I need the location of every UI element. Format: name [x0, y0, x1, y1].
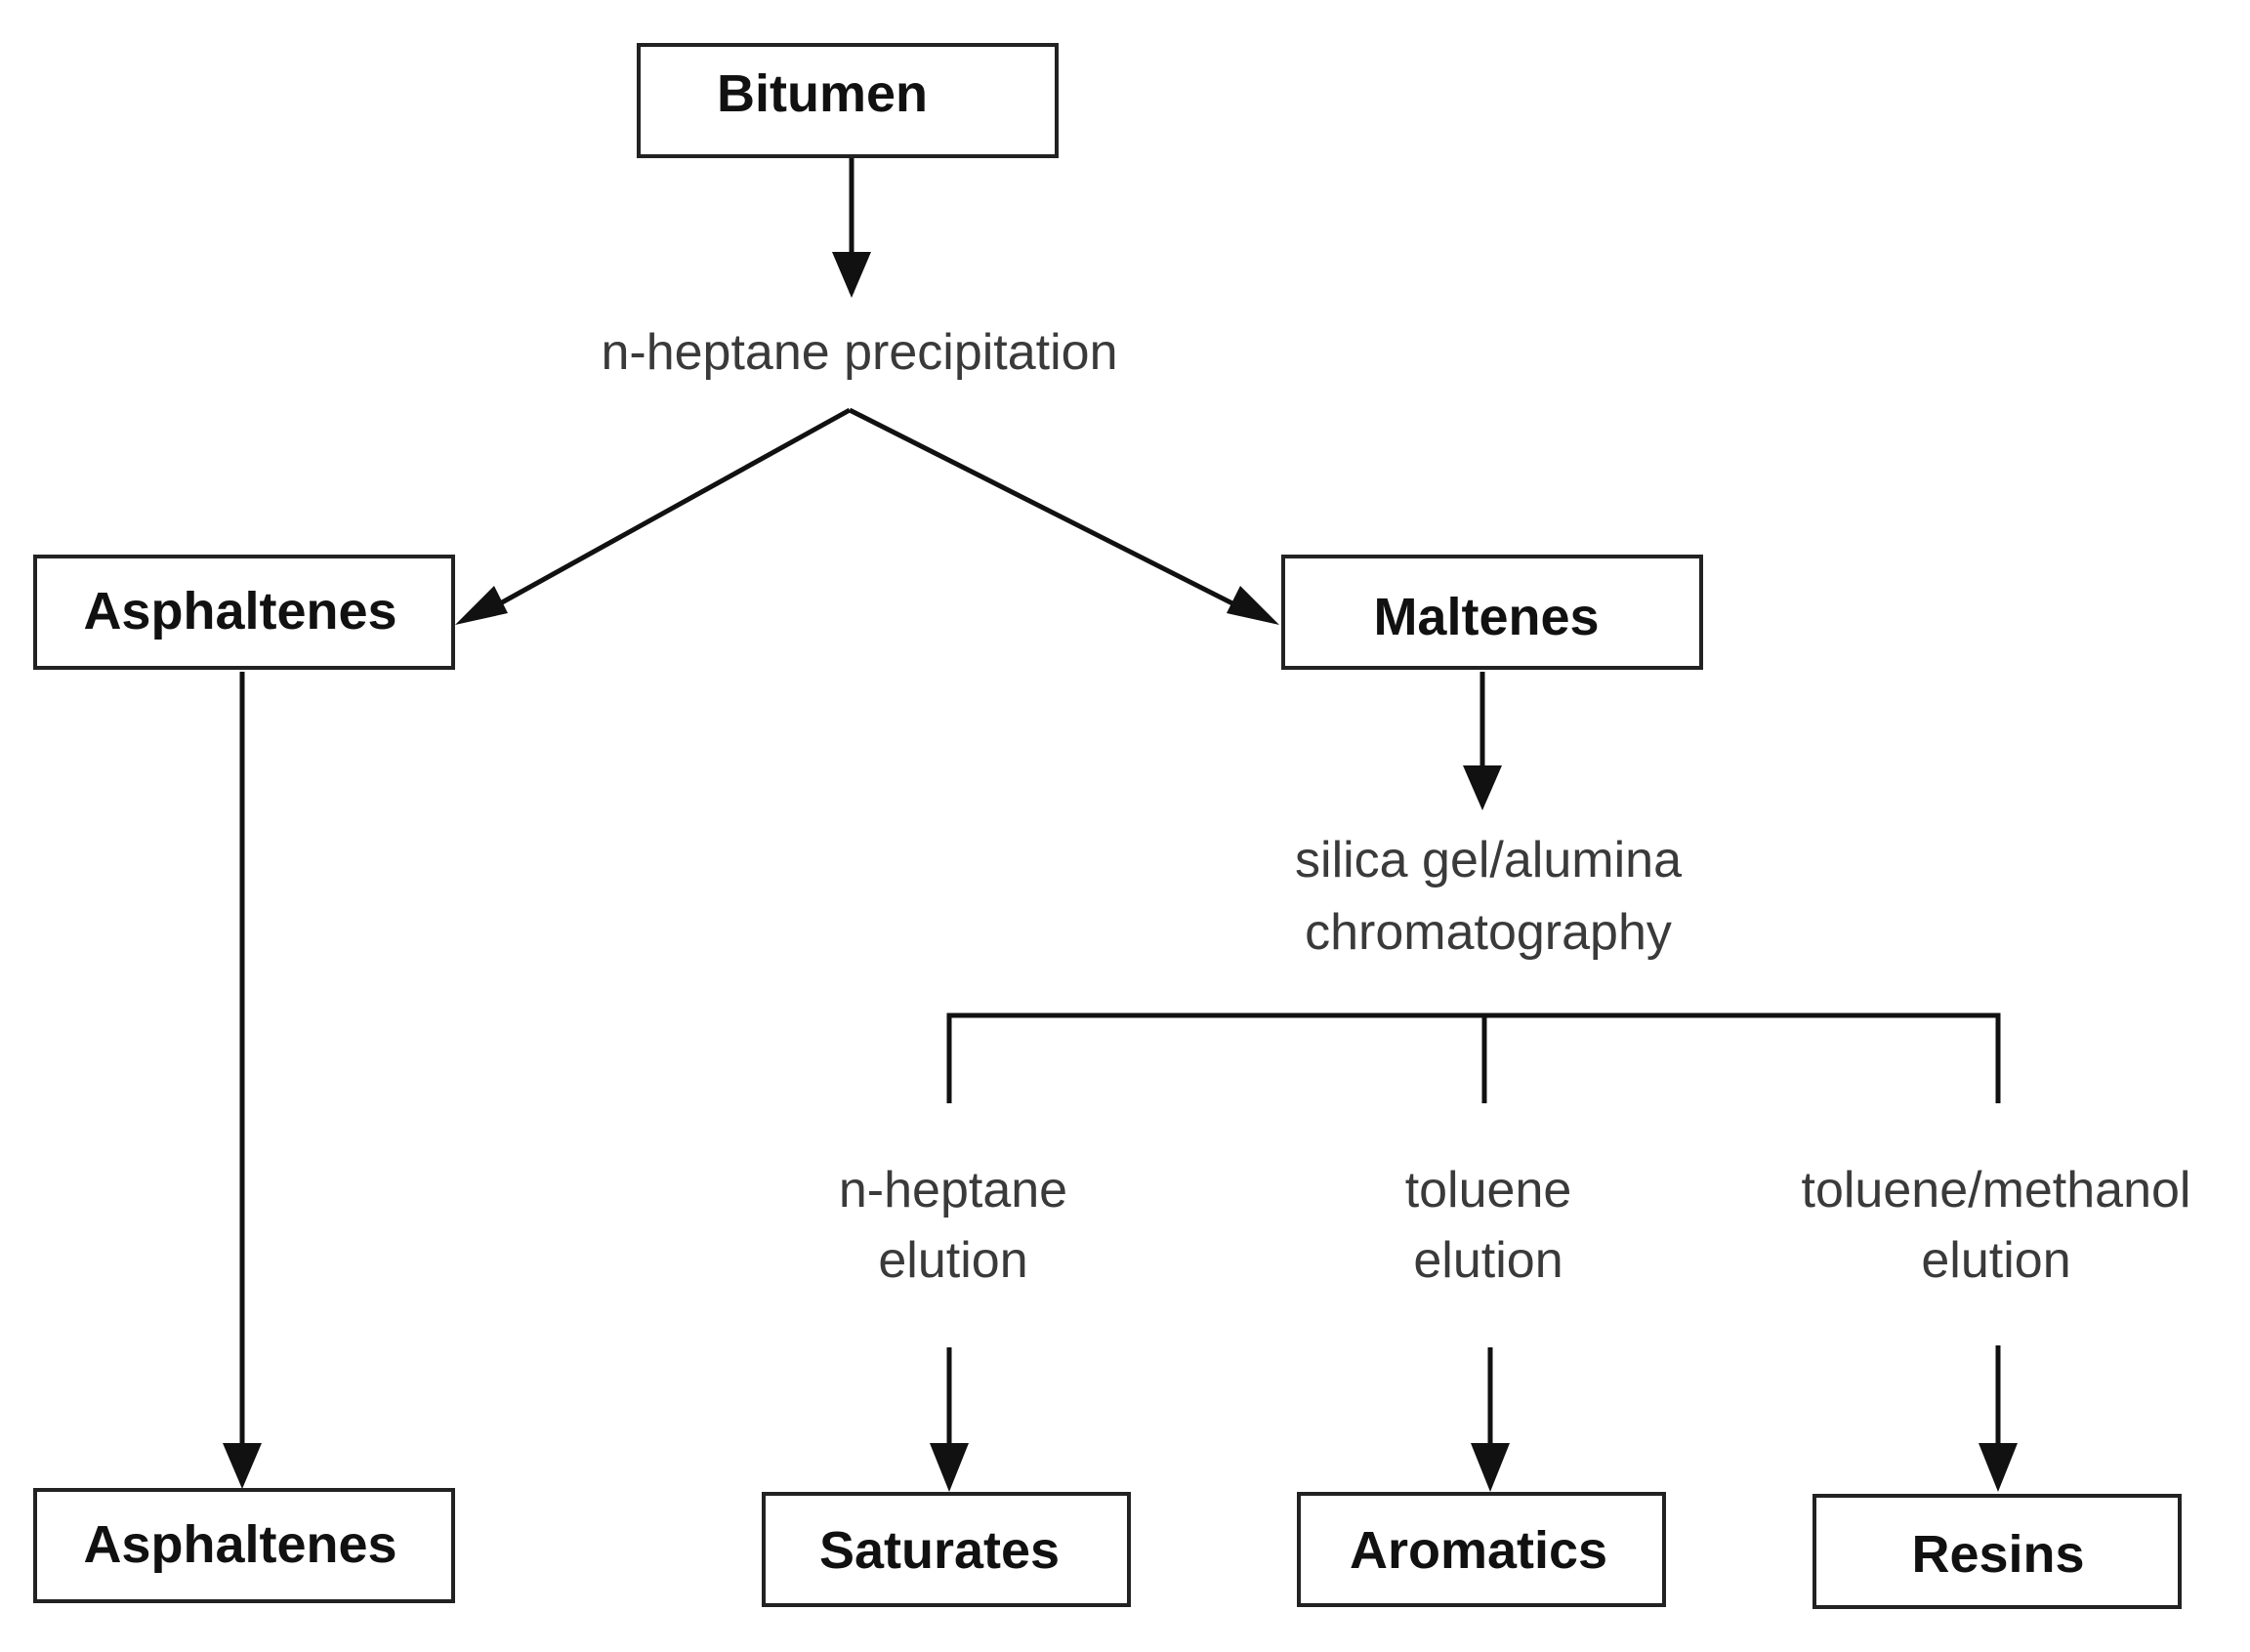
arrowhead-resins: [1979, 1443, 2018, 1492]
node-maltenes: Maltenes: [1281, 555, 1703, 670]
node-asphaltenes-bottom: Asphaltenes: [33, 1488, 455, 1603]
arrowhead-asphaltenes-bottom: [223, 1443, 262, 1489]
node-aromatics-label: Aromatics: [1350, 1521, 1607, 1580]
step-toluene-methanol-elution-line2: elution: [1921, 1232, 2070, 1289]
step-toluene-elution-line1: toluene: [1405, 1162, 1572, 1218]
edge-precipitation-to-asphaltenes: [491, 407, 852, 610]
arrowhead-asphaltenes-mid: [455, 586, 508, 625]
edge-precipitation-to-maltenes: [848, 407, 1242, 610]
step-chromatography-line1: silica gel/alumina: [1295, 832, 1682, 888]
split-bracket: [946, 1012, 2001, 1103]
arrowhead-saturates: [930, 1443, 969, 1492]
arrowhead-maltenes: [1227, 586, 1279, 625]
node-resins: Resins: [1812, 1494, 2182, 1609]
step-precipitation: n-heptane precipitation: [601, 324, 1117, 381]
step-heptane-elution-line1: n-heptane: [839, 1162, 1067, 1218]
node-asphaltenes-mid: Asphaltenes: [33, 555, 455, 670]
arrowhead-bitumen: [832, 252, 871, 298]
arrowhead-chromatography: [1463, 765, 1502, 810]
node-maltenes-label: Maltenes: [1373, 588, 1599, 646]
node-asphaltenes-mid-label: Asphaltenes: [83, 582, 396, 640]
node-asphaltenes-bottom-label: Asphaltenes: [83, 1515, 396, 1574]
edges: [223, 156, 2018, 1492]
node-aromatics: Aromatics: [1297, 1492, 1666, 1607]
step-toluene-elution-line2: elution: [1413, 1232, 1562, 1289]
node-resins-label: Resins: [1911, 1525, 2084, 1584]
node-saturates: Saturates: [762, 1492, 1131, 1607]
step-toluene-methanol-elution-line1: toluene/methanol: [1802, 1162, 2191, 1218]
step-chromatography-line2: chromatography: [1305, 904, 1672, 961]
node-bitumen-label: Bitumen: [717, 64, 928, 123]
arrowhead-aromatics: [1471, 1443, 1510, 1492]
step-heptane-elution-line2: elution: [878, 1232, 1027, 1289]
node-bitumen: Bitumen: [637, 43, 1059, 158]
node-saturates-label: Saturates: [819, 1521, 1060, 1580]
